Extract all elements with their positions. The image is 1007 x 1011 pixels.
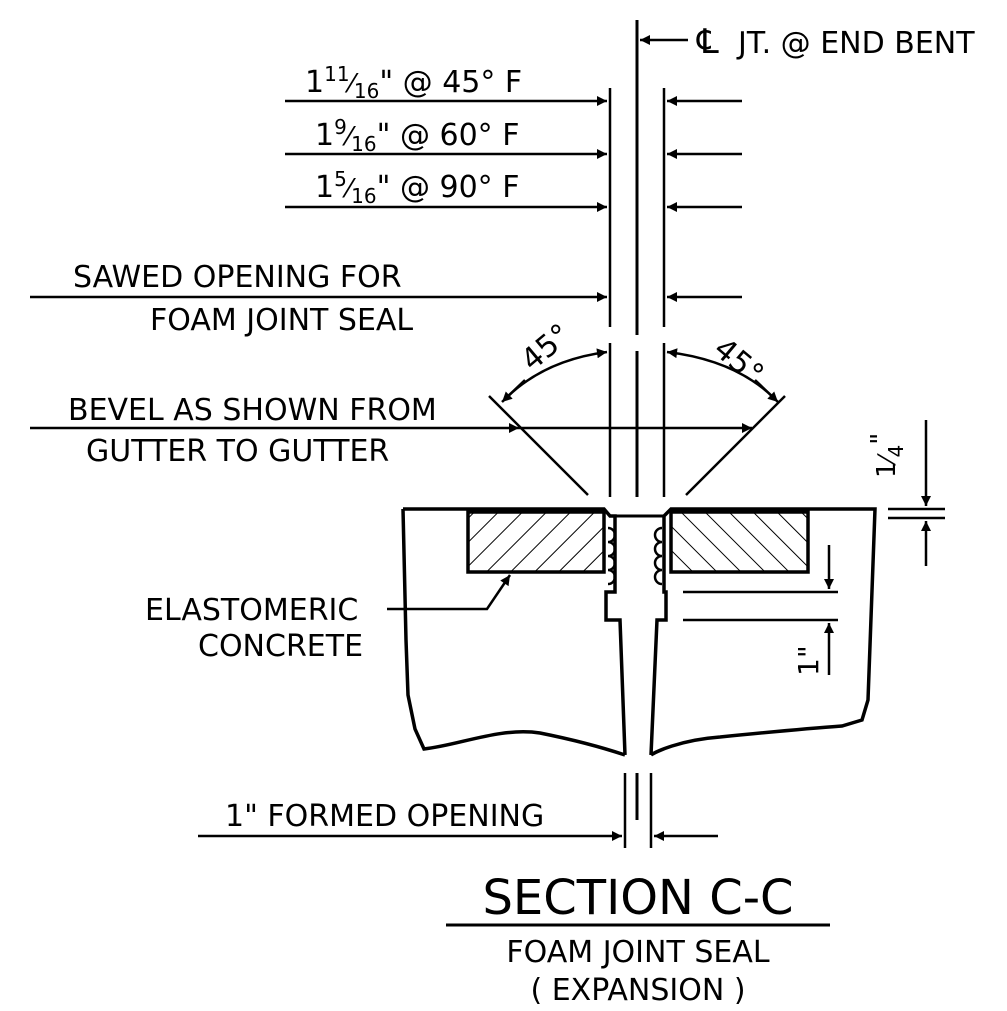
bevel-arc-right-tip [754,379,779,403]
section-subtitle-2: ( EXPANSION ) [530,973,745,1008]
formed-opening-label: 1" FORMED OPENING [225,799,544,834]
bevel-note-1: BEVEL AS SHOWN FROM [68,393,437,428]
centerline-label: JT. @ END BENT [736,26,975,61]
foam-joint-seal [607,514,664,586]
svg-text:1⁄4": 1⁄4" [866,433,908,478]
svg-text:1": 1" [792,645,825,676]
svg-text:19⁄16" @ 60° F: 19⁄16" @ 60° F [315,115,519,156]
svg-text:45°: 45° [707,331,770,392]
one-inch-dimension: 1" [683,545,838,676]
elastomeric-concrete-right [669,510,810,574]
sawed-opening-label-1: SAWED OPENING FOR [73,260,402,295]
svg-text:111⁄16" @ 45° F: 111⁄16" @ 45° F [305,62,522,103]
section-title: SECTION C-C [482,870,793,926]
elastomeric-concrete-left [466,510,606,574]
centerline-lines [608,20,666,848]
concrete-deck-outline [401,507,877,757]
material-label-2: CONCRETE [198,629,363,664]
temperature-dimension-3: 15⁄16" @ 90° F [285,167,742,212]
bevel-arc-left-tip [501,379,526,403]
bevel-note-2: GUTTER TO GUTTER [86,434,389,469]
svg-text:15⁄16" @ 90° F: 15⁄16" @ 90° F [315,167,519,208]
bevel-line-right [685,395,786,496]
material-label-1: ELASTOMERIC [145,593,358,628]
temperature-dimension-2: 19⁄16" @ 60° F [285,115,742,159]
centerline-symbol: ℄ [696,22,719,62]
section-subtitle-1: FOAM JOINT SEAL [506,935,769,970]
quarter-inch-dimension: 1⁄4" [866,420,945,566]
svg-text:45°: 45° [515,317,578,378]
material-leader [387,574,512,611]
bevel-line-left [488,395,589,496]
sawed-opening-label-2: FOAM JOINT SEAL [150,303,413,338]
bevel-angle-right: 45° [666,331,775,399]
temperature-dimension-1: 111⁄16" @ 45° F [285,62,742,106]
